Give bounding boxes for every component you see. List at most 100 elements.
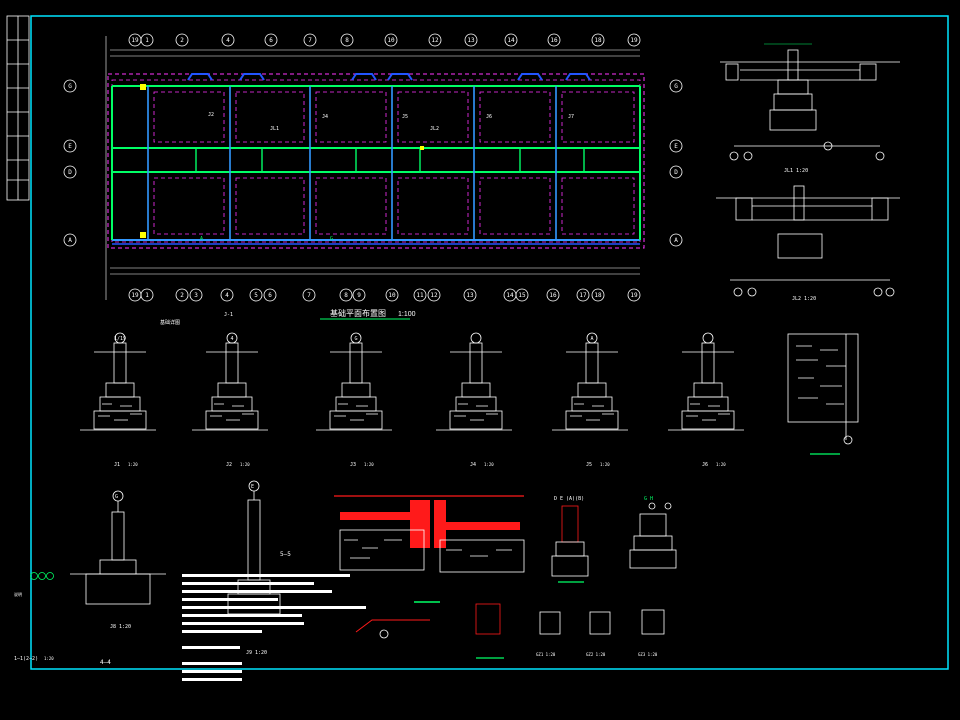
detail-scale: 1:20 (364, 462, 374, 467)
grid-bubble-bottom-label: 13 (466, 292, 474, 299)
plan-label: J7 (568, 114, 574, 120)
grid-bubble-right-label: D (674, 169, 678, 176)
grid-bubble-bottom: 17 (576, 288, 590, 302)
plan-label: J2 (208, 112, 214, 118)
detail-caption: J3 (350, 462, 356, 468)
grid-bubble-bottom-label: 4 (225, 292, 229, 299)
grid-bubble-bottom-label: 3 (194, 292, 198, 299)
grid-bubble-bottom-label: 19 (630, 292, 638, 299)
grid-bubble-bottom-label: 12 (430, 292, 438, 299)
grid-bubble-bottom: 18 (591, 288, 605, 302)
detail-grid-label: A (590, 336, 593, 342)
left-legend: 1—1(2—2) 说明 1:20 4—4 (14, 572, 111, 666)
beam-detail-jl2 (716, 185, 900, 297)
grid-bubble-bottom-label: 10 (388, 292, 396, 299)
grid-bubble-bottom-label: 19 (131, 292, 139, 299)
wall-section-detail (787, 333, 859, 445)
grid-bubble-top: 7 (303, 33, 317, 47)
plan-label: JL1 (270, 126, 279, 132)
left-title-strip (6, 15, 30, 201)
grid-bubble-top-label: 19 (630, 37, 638, 44)
footing-detail-2 (192, 332, 268, 431)
grid-bubble-top-label: 6 (269, 37, 273, 44)
grid-bubble-bottom-label: 15 (518, 292, 526, 299)
detail-44-title: 4—4 (100, 659, 111, 666)
grid-bubble-right: E (669, 139, 683, 153)
grid-bubble-top-label: 10 (387, 37, 395, 44)
plan-label: J6 (486, 114, 492, 120)
grid-bubble-bottom-label: 11 (416, 292, 424, 299)
grid-bubble-top: 2 (175, 33, 189, 47)
j9-caption: J9 1:20 (246, 650, 267, 656)
legend-section-label: 1—1(2—2) (14, 656, 38, 662)
grid-labels-left: G E D A (63, 79, 77, 247)
detail-grid-label: G (354, 336, 357, 342)
footing-detail-3 (316, 332, 392, 431)
grid-bubble-bottom: 9 (352, 288, 366, 302)
grid-bubble-left-label: G (68, 83, 72, 90)
grid-bubble-top: 18 (591, 33, 605, 47)
plan-label: G (330, 236, 333, 242)
grid-bubble-bottom-label: 9 (357, 292, 361, 299)
plan-label: J4 (322, 114, 328, 120)
grid-bubble-top: 12 (428, 33, 442, 47)
grid-bubble-bottom: 16 (546, 288, 560, 302)
gz1-caption: GZ1 1:20 (536, 652, 556, 657)
general-notes-block (182, 574, 366, 681)
grid-bubble-top-label: 19 (131, 37, 139, 44)
grid-bubble-bottom: 4 (220, 288, 234, 302)
column-detail-de (551, 505, 589, 577)
grid-bubble-top-label: 7 (308, 37, 312, 44)
grid-bubble-left: A (63, 233, 77, 247)
jl2-caption: JL2 1:20 (792, 296, 816, 302)
grid-bubble-top: 8 (340, 33, 354, 47)
footing-detail-4 (436, 332, 512, 431)
grid-bubble-bottom-label: 6 (268, 292, 272, 299)
detail-scale: 1:20 (484, 462, 494, 467)
grid-bubble-top-label: 8 (345, 37, 349, 44)
grid-bubble-bottom: 7 (302, 288, 316, 302)
grid-bubble-bottom-label: 18 (594, 292, 602, 299)
grid-bubble-bottom: 13 (463, 288, 477, 302)
detail-scale: 1:20 (240, 462, 250, 467)
grid-bubble-bottom: 10 (385, 288, 399, 302)
details-note: 基础详图 (160, 319, 180, 326)
grid-bubble-top-label: 4 (226, 37, 230, 44)
j8-grid: G (115, 494, 118, 500)
grid-bubble-top: 10 (384, 33, 398, 47)
grid-bubble-right: G (669, 79, 683, 93)
footing-detail-j9 (227, 480, 281, 615)
grid-bubble-top: 14 (504, 33, 518, 47)
plan-title: 基础平面布置图 (330, 308, 386, 318)
jl1-caption: JL1 1:20 (784, 168, 808, 174)
grid-bubble-bottom-label: 17 (579, 292, 587, 299)
grid-bubble-top: 16 (547, 33, 561, 47)
section-tag: 5—5 (280, 551, 291, 558)
grid-bubble-top-label: 2 (180, 37, 184, 44)
grid-bubble-bottom: 6 (263, 288, 277, 302)
detail-scale: 1:20 (600, 462, 610, 467)
grid-bubble-top-label: 12 (431, 37, 439, 44)
grid-bubble-top-label: 1 (145, 37, 149, 44)
grid-bubble-right: A (669, 233, 683, 247)
grid-bubble-bottom-label: 14 (506, 292, 514, 299)
legend-note-label: 说明 (14, 591, 22, 597)
grid-labels-right: G E D A (669, 79, 683, 247)
detail-caption: J4 (470, 462, 476, 468)
grid-bubble-bottom: 3 (189, 288, 203, 302)
grid-bubble-left: E (63, 139, 77, 153)
grid-bubble-top-label: 18 (594, 37, 602, 44)
grid-bubble-right-label: E (674, 143, 678, 150)
grid-bubble-left-label: D (68, 169, 72, 176)
room-footing-outlines (153, 91, 635, 235)
plan-scale: 1:100 (398, 311, 416, 318)
grid-bubble-right: D (669, 165, 683, 179)
detail-grid-label: 4 (230, 336, 233, 342)
grid-bubble-top: 19 (627, 33, 641, 47)
grid-bubble-left: G (63, 79, 77, 93)
detail-scale: 1:20 (716, 462, 726, 467)
plan-label: J5 (402, 114, 408, 120)
grid-bubble-bottom: 1 (140, 288, 154, 302)
